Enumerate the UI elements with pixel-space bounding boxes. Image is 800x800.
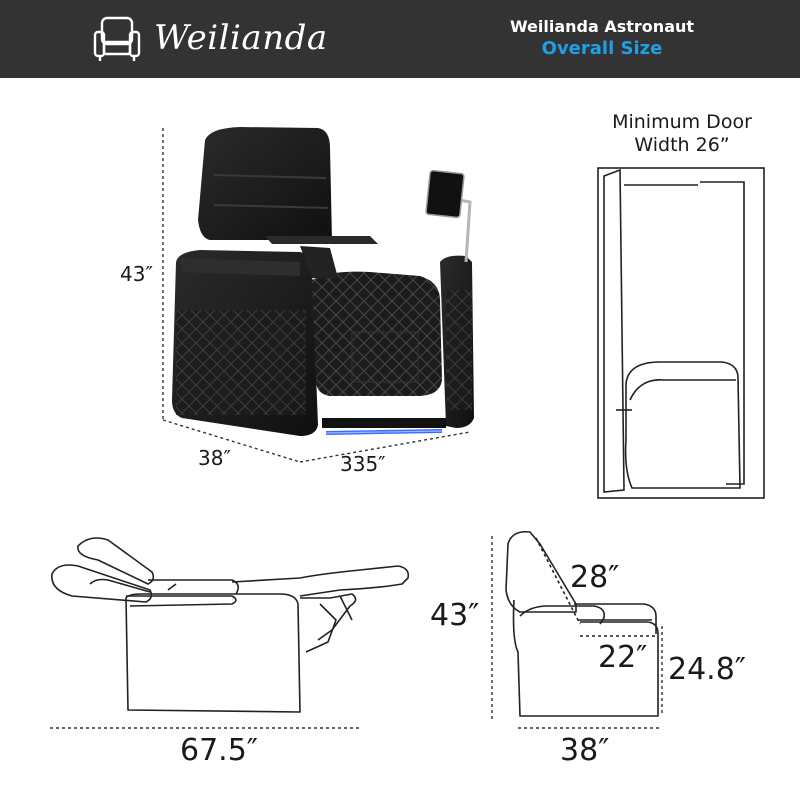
door-illustration [597, 167, 765, 499]
armchair-icon [93, 16, 141, 61]
door-label-line1: Minimum Door [612, 111, 752, 133]
recliner-photo [162, 127, 474, 463]
side-height-label: 43″ [430, 598, 480, 633]
arm-height-label: 24.8″ [668, 652, 747, 687]
brand-header: Weilianda Weilianda Astronaut Overall Si… [0, 0, 800, 78]
backrest-height-label: 28″ [570, 560, 620, 595]
photo-depth-label: 38″ [198, 446, 231, 470]
reclined-length-label: 67.5″ [180, 733, 259, 768]
photo-width-label: 335″ [340, 452, 386, 476]
product-name: Weilianda Astronaut [509, 17, 695, 36]
side-depth-label: 38″ [560, 733, 610, 768]
door-width-label: Minimum Door Width 26” [597, 111, 767, 157]
page-subtitle: Overall Size [541, 38, 663, 59]
seat-depth-label: 22″ [598, 640, 648, 675]
reclined-line-drawing [51, 537, 410, 713]
door-label-line2: Width 26” [634, 134, 730, 156]
photo-height-label: 43″ [120, 262, 153, 286]
brand-name: Weilianda [154, 18, 328, 58]
side-line-drawing [505, 530, 659, 717]
